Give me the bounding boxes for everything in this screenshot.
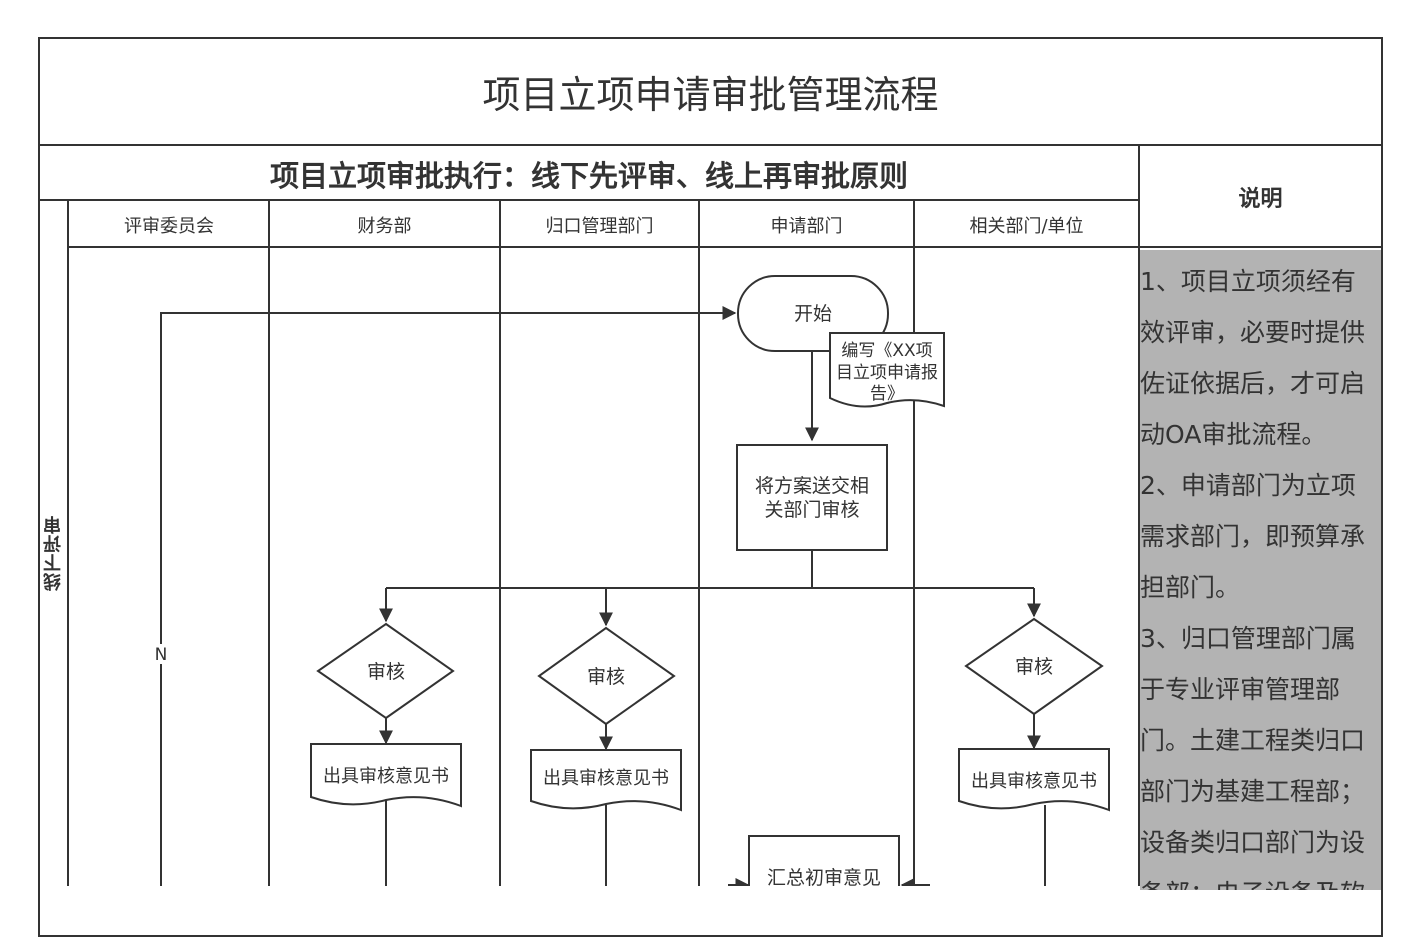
write-report-line: 告》 [870,384,904,404]
connectors [160,306,1046,886]
note-line: 3、归口管理部门属 [1140,624,1356,653]
lane-header-applicant: 申请部门 [770,216,843,237]
note-line: 于专业评审管理部 [1140,675,1341,704]
note-line: 效评审，必要时提供 [1140,318,1366,347]
lane-grid [67,146,1140,886]
related-review-label: 审核 [1015,656,1053,678]
flowchart-canvas: N 开始 编写《XX项 目立项申请报 告》 将方案送交相 关部门审核 审核 审核… [67,146,1140,886]
write-report-line: 目立项申请报 [836,363,938,383]
note-line: 佐证依据后，才可启 [1140,369,1366,398]
finance-review-label: 审核 [367,661,405,683]
no-label-bg [152,644,170,664]
summary-label: 汇总初审意见 [767,867,881,886]
notes-panel: 1、项目立项须经有 效评审，必要时提供 佐证依据后，才可启 动OA审批流程。 2… [1140,250,1381,890]
note-line: 部门为基建工程部； [1140,777,1366,806]
finance-opinion-label: 出具审核意见书 [323,766,449,787]
lane-header-management: 归口管理部门 [545,216,654,237]
note-line: 需求部门，即预算承 [1140,522,1366,551]
related-review-decision [964,617,1104,716]
feedback-loop-arrow [160,306,737,886]
note-line: 设备类归口部门为设 [1140,828,1366,857]
note-line: 担部门。 [1140,573,1241,602]
mgmt-review-label: 审核 [587,666,625,688]
notes-heading: 说明 [1140,148,1381,248]
lane-header-related: 相关部门/单位 [969,216,1084,237]
write-report-document [829,332,945,408]
mgmt-opinion-document [530,749,682,812]
send-review-line: 将方案送交相 [755,475,869,497]
note-line: 1、项目立项须经有 [1140,267,1356,296]
note-line: 备部；电子设备及软 [1140,868,1381,890]
lane-header-finance: 财务部 [357,216,412,237]
start-node-label: 开始 [794,303,832,325]
lane-header-committee: 评审委员会 [124,216,214,237]
related-opinion-label: 出具审核意见书 [971,771,1097,792]
send-review-line: 关部门审核 [764,499,859,521]
mgmt-opinion-label: 出具审核意见书 [543,768,669,789]
write-report-line: 编写《XX项 [841,341,932,361]
finance-review-decision [316,622,455,720]
note-line: 动OA审批流程。 [1140,420,1327,449]
note-line: 2、申请部门为立项 [1140,471,1356,500]
summary-process [748,835,900,886]
note-line: 门。土建工程类归口 [1140,726,1366,755]
mgmt-review-decision [537,626,676,726]
diagram-subtitle: 项目立项审批执行：线下先评审、线上再审批原则 [40,148,1138,201]
related-opinion-document [958,748,1110,812]
send-review-process [736,444,888,551]
finance-opinion-document [310,743,462,808]
diagram-title: 项目立项申请审批管理流程 [40,39,1381,146]
no-label: N [155,645,168,665]
